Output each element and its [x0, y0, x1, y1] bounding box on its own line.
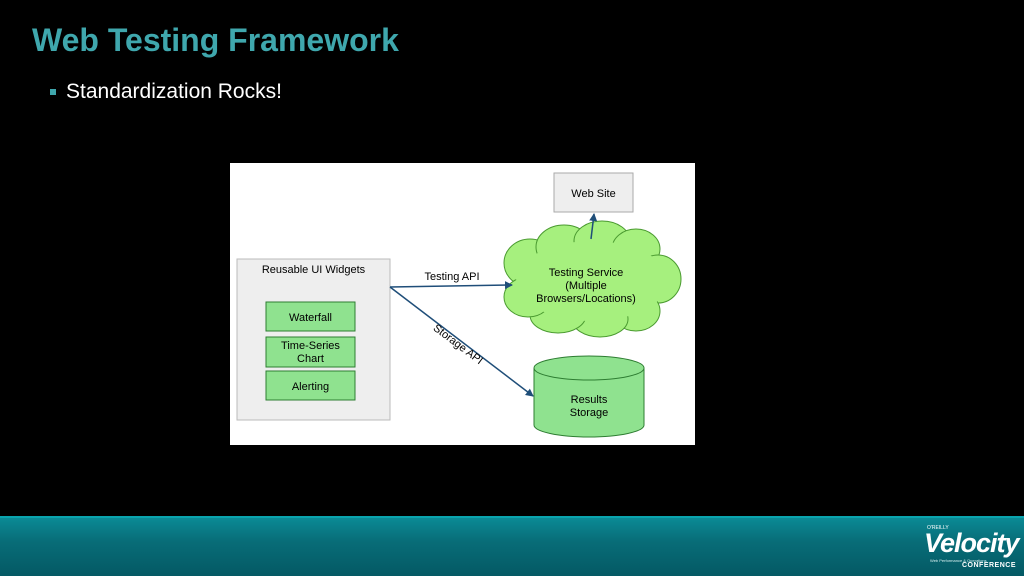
- testing-service-line3: Browsers/Locations): [536, 293, 636, 305]
- widget-time-series-chart: [265, 336, 356, 368]
- widget-alerting: [265, 370, 356, 401]
- web-site-box: [553, 172, 634, 213]
- widget-waterfall-label: Waterfall: [289, 312, 332, 324]
- results-storage-cylinder: [533, 355, 645, 438]
- testing-service-line1: Testing Service: [549, 267, 624, 279]
- bullet-item: Standardization Rocks!: [50, 80, 282, 104]
- web-site-arrow: [589, 213, 598, 240]
- velocity-logo: Velocity: [924, 528, 1020, 558]
- logo-publisher: O'REILLY: [927, 525, 949, 531]
- footer-bar: [0, 518, 1024, 576]
- testing-api-label: Testing API: [424, 271, 479, 283]
- testing-service-line2: (Multiple: [565, 280, 607, 292]
- architecture-diagram: Web Site Reusable UI Widgets Waterfall T…: [230, 163, 695, 445]
- widget-alerting-label: Alerting: [292, 381, 329, 393]
- web-site-label: Web Site: [571, 188, 615, 200]
- bullet-marker-icon: [50, 89, 56, 95]
- storage-api-arrow: [389, 286, 534, 397]
- widget-chart-label: Chart: [297, 353, 324, 365]
- widget-time-series-label: Time-Series: [281, 340, 340, 352]
- testing-service-cloud: [503, 220, 682, 338]
- results-storage-line1: Results: [571, 394, 608, 406]
- logo-tagline: Web Performance & Operations: [930, 558, 987, 563]
- slide-title: Web Testing Framework: [32, 22, 399, 58]
- results-storage-line2: Storage: [570, 407, 609, 419]
- testing-api-arrow: [389, 281, 513, 290]
- footer-divider: [0, 516, 1024, 519]
- widget-waterfall: [265, 301, 356, 332]
- bullet-text: Standardization Rocks!: [66, 80, 282, 103]
- logo-conference: CONFERENCE: [962, 562, 1017, 569]
- widgets-panel-title: Reusable UI Widgets: [262, 264, 366, 276]
